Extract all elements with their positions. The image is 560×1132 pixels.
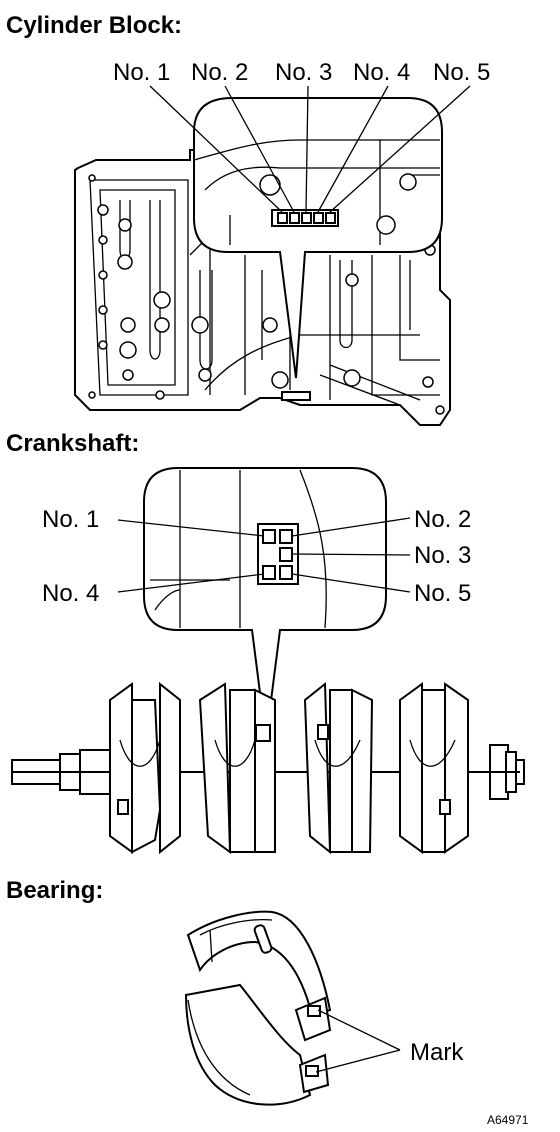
- block-code-box-4: [313, 212, 324, 224]
- block-label-no2: No. 2: [191, 59, 248, 86]
- block-code-box-2: [289, 212, 300, 224]
- crank-code-box-5: [279, 565, 293, 580]
- crank-leader-lines: [117, 517, 411, 593]
- bearing-drawing: [184, 910, 332, 1106]
- crank-code-box-1: [262, 529, 276, 544]
- block-code-box-3: [301, 212, 312, 224]
- block-mark-location: [281, 391, 311, 401]
- crankshaft-drawing: [11, 681, 525, 855]
- crank-label-no4: No. 4: [42, 580, 99, 607]
- crank-code-box-2: [279, 529, 293, 544]
- mark-label: Mark: [410, 1039, 464, 1066]
- block-callout-bubble: [193, 97, 443, 379]
- crank-mark-location: [255, 724, 271, 742]
- bearing-mark-lower: [305, 1065, 319, 1077]
- bearing-title: Bearing:: [6, 877, 103, 904]
- block-label-no5: No. 5: [433, 59, 490, 86]
- figure-code: A64971: [487, 1113, 529, 1127]
- block-code-box-5: [325, 212, 336, 224]
- block-label-no1: No. 1: [113, 59, 170, 86]
- block-label-no3: No. 3: [275, 59, 332, 86]
- crank-label-no3: No. 3: [414, 542, 471, 569]
- crank-label-no2: No. 2: [414, 506, 471, 533]
- block-label-no4: No. 4: [353, 59, 410, 86]
- crank-label-no5: No. 5: [414, 580, 471, 607]
- crankshaft-title: Crankshaft:: [6, 430, 139, 457]
- block-leader-lines: [149, 85, 471, 213]
- cylinder-block-title: Cylinder Block:: [6, 12, 182, 39]
- bearing-mark-upper: [307, 1005, 321, 1017]
- crank-code-box-3: [279, 547, 293, 562]
- block-code-box-1: [277, 212, 288, 224]
- mark-leader-lines: [315, 1009, 401, 1073]
- crank-code-box-4: [262, 565, 276, 580]
- crank-label-no1: No. 1: [42, 506, 99, 533]
